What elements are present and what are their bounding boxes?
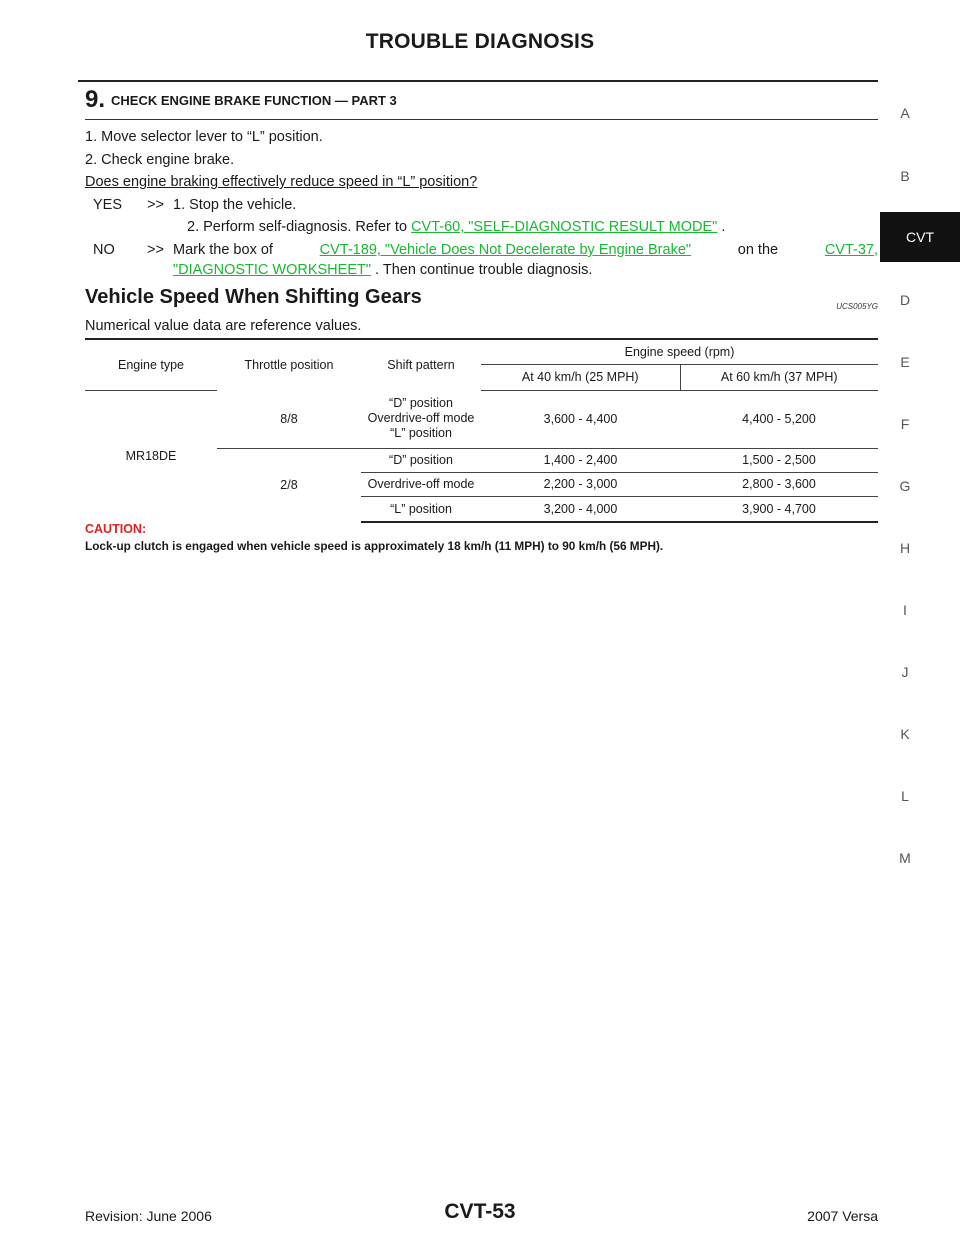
header-at-60: At 60 km/h (37 MPH) [680,364,878,391]
side-index-k[interactable]: K [900,726,910,742]
step-question: Does engine braking effectively reduce s… [85,174,478,190]
table-row: 2/8 “D” position 1,400 - 2,400 1,500 - 2… [85,448,878,492]
footer-revision: Revision: June 2006 [85,1208,212,1224]
section-id: UCS005YG [836,302,878,311]
side-index-a[interactable]: A [900,105,910,121]
side-index-e[interactable]: E [900,354,910,370]
side-index-l[interactable]: L [901,788,909,804]
footer-model: 2007 Versa [807,1208,878,1224]
side-index-cvt-active[interactable]: CVT [880,212,960,262]
header-at-40: At 40 km/h (25 MPH) [481,364,681,391]
shift-pattern-cell: “D” position Overdrive-off mode “L” posi… [361,390,481,449]
step-rule [85,119,878,120]
side-index-j[interactable]: J [901,664,909,680]
speed-table: Engine type Throttle position Shift patt… [85,338,878,523]
at-60-cell: 1,500 - 2,500 [680,448,878,473]
yes-line-2-prefix: 2. Perform self-diagnosis. Refer to [187,219,408,235]
yes-arrow: >> [147,197,164,213]
side-index-f[interactable]: F [900,416,910,432]
diagnostic-worksheet-link-part1[interactable]: CVT-37, [824,242,878,258]
table-row: MR18DE 8/8 “D” position Overdrive-off mo… [85,389,878,522]
header-throttle-position: Throttle position [217,338,361,390]
page-title: TROUBLE DIAGNOSIS [365,30,595,53]
side-index-m[interactable]: M [899,850,911,866]
header-rule [78,80,878,82]
section-title: Vehicle Speed When Shifting Gears [85,286,422,308]
at-40-cell: 3,600 - 4,400 [481,390,680,449]
section-intro: Numerical value data are reference value… [85,318,362,334]
step-heading: 9. CHECK ENGINE BRAKE FUNCTION — PART 3 [85,86,397,114]
no-prefix: Mark the box of [173,242,273,258]
footer-page-number: CVT-53 [444,1200,516,1223]
at-60-cell: 2,800 - 3,600 [680,472,878,497]
shift-pattern-cell: Overdrive-off mode [361,472,481,497]
no-suffix: . Then continue trouble diagnosis. [375,262,593,278]
yes-line-2: 2. Perform self-diagnosis. Refer to CVT-… [187,219,725,235]
side-index-i[interactable]: I [903,602,907,618]
shift-line: “D” position [389,396,453,411]
no-line-1: Mark the box of CVT-189, "Vehicle Does N… [173,242,878,258]
step-title: CHECK ENGINE BRAKE FUNCTION — PART 3 [111,93,397,108]
shift-pattern-cell: “D” position [361,448,481,473]
yes-line-1: 1. Stop the vehicle. [173,197,297,213]
step-number: 9. [85,86,106,113]
side-index-b[interactable]: B [900,168,910,184]
diagnostic-worksheet-link-part2[interactable]: "DIAGNOSTIC WORKSHEET" [173,262,372,278]
at-40-cell: 1,400 - 2,400 [481,448,680,473]
side-index-d[interactable]: D [899,292,911,308]
yes-label: YES [93,197,123,213]
shift-line: “L” position [390,426,452,441]
header-engine-type: Engine type [85,338,217,390]
table-row: “L” position 3,200 - 4,000 3,900 - 4,700 [85,496,878,523]
no-label: NO [93,242,115,258]
step-item-1: 1. Move selector lever to “L” position. [85,129,323,145]
at-40-cell: 3,200 - 4,000 [481,496,680,523]
engine-brake-link[interactable]: CVT-189, "Vehicle Does Not Decelerate by… [319,242,692,258]
at-60-cell: 3,900 - 4,700 [680,496,878,523]
self-diagnostic-result-mode-link[interactable]: CVT-60, "SELF-DIAGNOSTIC RESULT MODE" [411,219,718,235]
throttle-cell: 2/8 [280,478,298,493]
at-40-cell: 2,200 - 3,000 [481,472,680,497]
no-arrow: >> [147,242,164,258]
shift-pattern-cell: “L” position [361,496,481,523]
engine-type-cell: MR18DE [85,389,217,522]
caution-text: Lock-up clutch is engaged when vehicle s… [85,539,664,553]
table-row: Overdrive-off mode 2,200 - 3,000 2,800 -… [85,472,878,497]
no-line-2: "DIAGNOSTIC WORKSHEET" . Then continue t… [173,262,592,278]
caution-label: CAUTION: [85,522,147,536]
side-index-g[interactable]: G [899,478,911,494]
at-60-cell: 4,400 - 5,200 [680,390,878,449]
header-engine-speed: Engine speed (rpm) [481,338,878,365]
yes-line-2-suffix: . [721,219,726,235]
side-index-h[interactable]: H [899,540,911,556]
step-item-2: 2. Check engine brake. [85,152,235,168]
shift-line: Overdrive-off mode [367,411,475,426]
no-middle: on the [737,242,779,258]
header-shift-pattern: Shift pattern [361,338,481,390]
throttle-cell: 8/8 [217,390,361,449]
